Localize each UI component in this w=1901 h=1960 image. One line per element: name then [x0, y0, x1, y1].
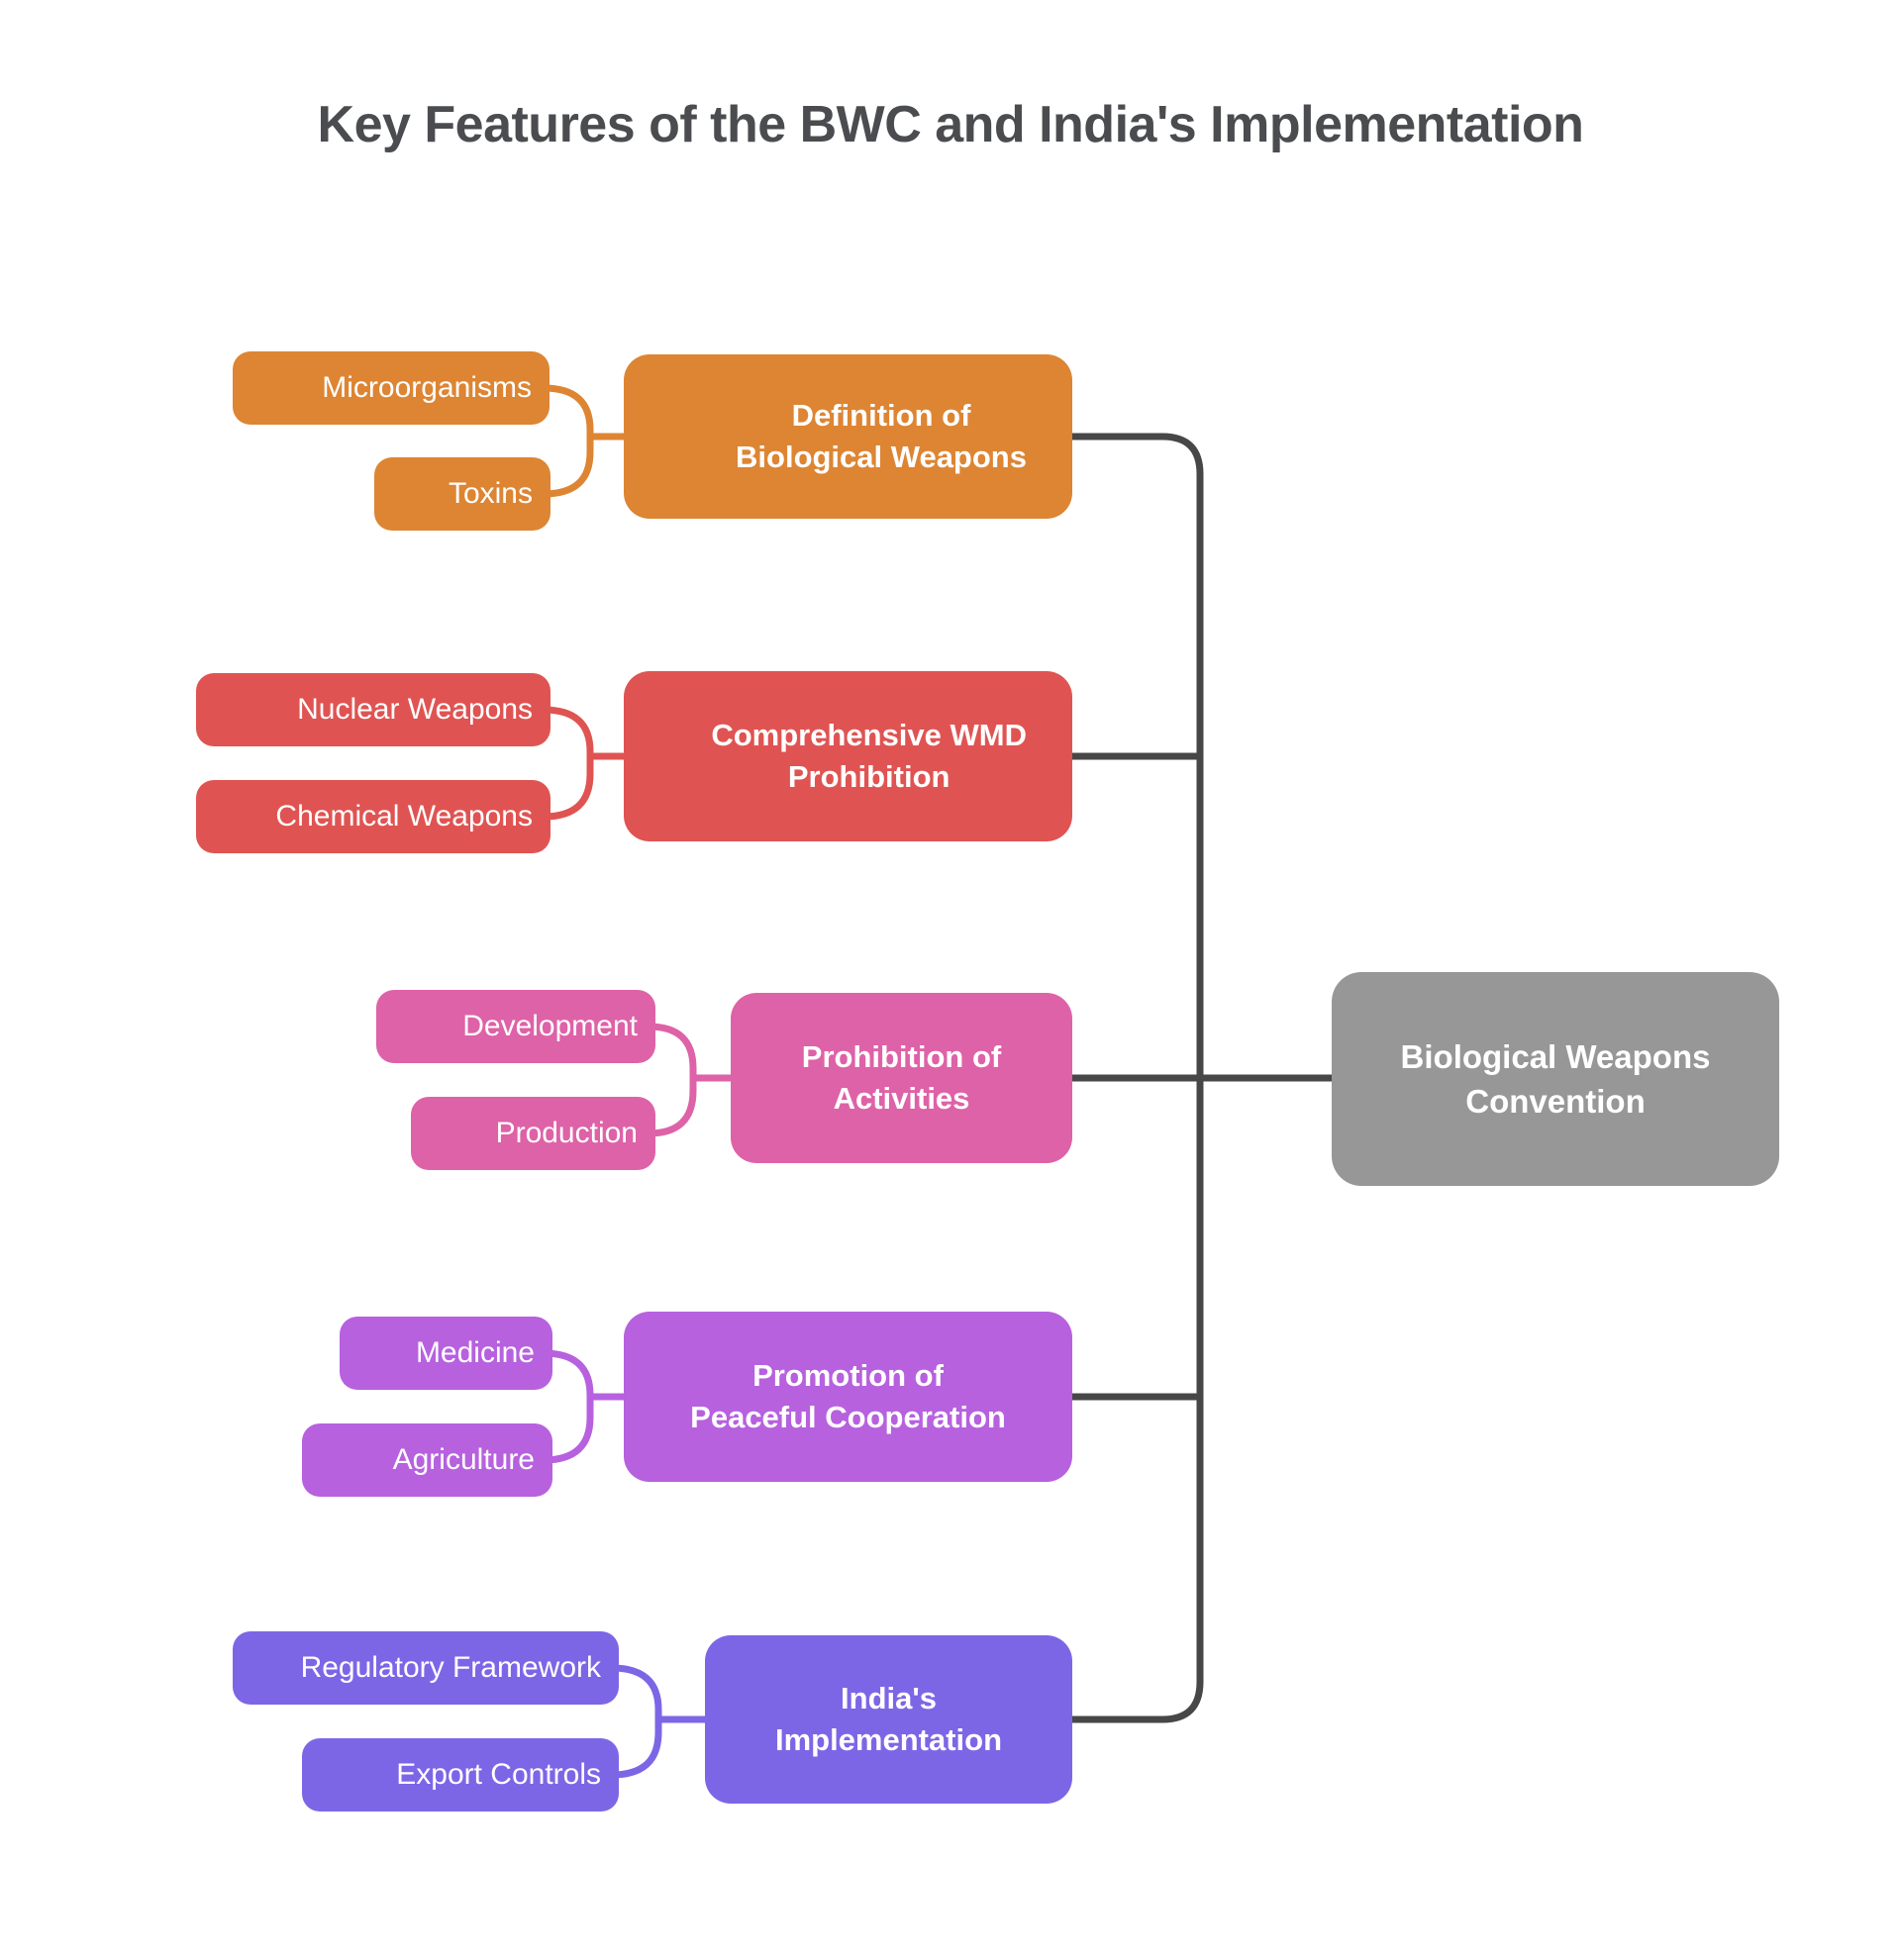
node-nuclear-weapons: Nuclear Weapons	[196, 673, 550, 746]
node-label: Prohibition of Activities	[801, 1039, 1002, 1116]
node-label: Regulatory Framework	[300, 1651, 601, 1684]
node-label: Production	[495, 1117, 638, 1149]
node-label: Chemical Weapons	[275, 800, 533, 833]
connector-trunk	[1049, 433, 1204, 1723]
node-comprehensive-wmd-prohibition: Comprehensive WMD Prohibition	[624, 671, 1072, 841]
node-label: Definition of Biological Weapons	[736, 398, 1027, 474]
node-label: Medicine	[415, 1336, 535, 1369]
diagram-title: Key Features of the BWC and India's Impl…	[317, 96, 1584, 153]
node-label: Biological Weapons Convention	[1400, 1038, 1711, 1120]
node-promotion-of-peaceful-cooperation: Promotion of Peaceful Cooperation	[624, 1312, 1072, 1482]
node-label: Comprehensive WMD Prohibition	[711, 718, 1027, 794]
node-label: Promotion of Peaceful Cooperation	[690, 1358, 1006, 1434]
node-development: Development	[376, 990, 655, 1063]
node-microorganisms: Microorganisms	[233, 351, 550, 425]
node-medicine: Medicine	[340, 1317, 552, 1390]
node-agriculture: Agriculture	[302, 1423, 552, 1497]
node-label: Export Controls	[396, 1758, 601, 1791]
node-regulatory-framework: Regulatory Framework	[233, 1631, 619, 1705]
node-label: India's Implementation	[774, 1681, 1003, 1757]
node-label: Nuclear Weapons	[297, 693, 533, 726]
node-indias-implementation: India's Implementation	[705, 1635, 1072, 1804]
node-toxins: Toxins	[374, 457, 550, 531]
node-label: Development	[462, 1010, 638, 1042]
node-prohibition-of-activities: Prohibition of Activities	[731, 993, 1072, 1163]
node-chemical-weapons: Chemical Weapons	[196, 780, 550, 853]
node-label: Agriculture	[392, 1443, 535, 1476]
node-label: Microorganisms	[322, 371, 532, 404]
node-production: Production	[411, 1097, 655, 1170]
node-label: Toxins	[448, 477, 533, 510]
node-definition-of-biological-weapons: Definition of Biological Weapons	[624, 354, 1072, 519]
node-export-controls: Export Controls	[302, 1738, 619, 1812]
node-biological-weapons-convention: Biological Weapons Convention	[1332, 972, 1779, 1186]
